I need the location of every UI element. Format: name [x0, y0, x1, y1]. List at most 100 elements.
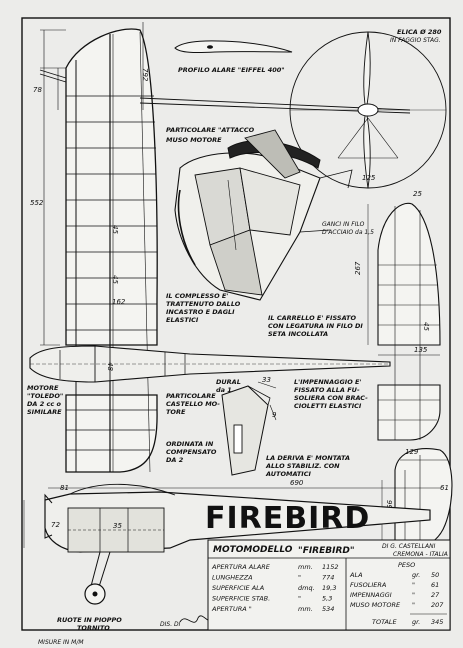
weight-row-label: FUSOLIERA [350, 581, 386, 589]
castello-label-2: CASTELLO MO- [166, 400, 220, 408]
hooks-label-2: D'ACCIAIO da 1,5 [322, 229, 374, 236]
fuselage-top-view [29, 345, 391, 383]
weight-row-label: MUSO MOTORE [350, 601, 401, 609]
scale-note: MISURE IN M/M [38, 639, 84, 646]
spec-row-label: APERTURA ALARE [211, 563, 271, 571]
dim-162: 162 [112, 298, 126, 306]
spec-row-value: 5,3 [322, 595, 332, 603]
wing-dimension-lines [40, 22, 144, 346]
propeller-disc [289, 31, 447, 189]
table-location: CREMONA - ITALIA [393, 551, 448, 558]
airfoil-label: PROFILO ALARE "EIFFEL 400" [178, 66, 285, 74]
wheels-label-2: TORNITO [77, 624, 110, 632]
castello-label-3: TORE [166, 408, 186, 416]
tail-label-1: L'IMPENNAGGIO E' [294, 378, 361, 386]
weight-row-unit: " [412, 591, 415, 599]
motor-mount-detail [174, 129, 353, 301]
spec-row-value: 19,3 [322, 584, 336, 592]
dim-690: 690 [290, 479, 304, 487]
dim-129: 129 [405, 448, 419, 456]
tail-label-2: FISSATO ALLA FU- [294, 386, 360, 394]
fin-label-3: AUTOMATICI [265, 470, 311, 478]
table-title-name: "FIREBIRD" [298, 546, 355, 556]
spec-row-label: APERTURA " [211, 605, 252, 613]
spec-table [207, 539, 451, 631]
dim-78: 78 [33, 86, 42, 94]
weight-row-value: 50 [431, 571, 439, 579]
motor-label-2: "TOLEDO" [27, 392, 63, 400]
detail-label-2: MUSO MOTORE [166, 136, 222, 144]
weight-row-label: ALA [349, 571, 363, 579]
ordinata-label-1: ORDINATA IN [166, 440, 214, 448]
stabilizer-plan-view [367, 202, 441, 441]
spec-row-value: 774 [322, 574, 334, 582]
weight-row-value: 27 [431, 591, 440, 599]
dim-125: 125 [362, 174, 376, 182]
dural-label-2: da 1 [216, 386, 232, 394]
credit-label: DIS. DI [160, 621, 181, 628]
propeller-label: ELICA Ø 280 [397, 28, 442, 36]
gear-label-3: SETA INCOLLATA [268, 330, 328, 338]
dim-35: 35 [113, 522, 122, 530]
weight-row-value: 207 [431, 601, 444, 609]
dim-792: 792 [141, 68, 149, 82]
spec-row-value: 1152 [322, 563, 339, 571]
table-total-label: TOTALE [372, 618, 398, 626]
gear-label-1: IL CARRELLO E' FISSATO [268, 314, 356, 322]
dim-48: 48 [106, 362, 114, 371]
dim-267: 267 [354, 261, 362, 275]
tail-label-4: CIOLETTI ELASTICI [294, 402, 362, 410]
dim-33: 33 [262, 376, 271, 384]
dim-99: 99 [385, 500, 393, 509]
castello-label-1: PARTICOLARE [166, 392, 216, 400]
spec-row-unit: " [298, 574, 301, 582]
dim-45-c: 45 [422, 322, 430, 331]
spec-row-label: LUNGHEZZA [212, 574, 253, 582]
gear-label-2: CON LEGATURA IN FILO DI [268, 322, 363, 330]
spec-row-unit: " [298, 595, 301, 603]
spec-row-unit: dmq. [298, 584, 315, 592]
wheels-label-1: RUOTE IN PIOPPO [57, 616, 122, 624]
dim-81: 81 [60, 484, 69, 492]
ordinata-label-3: DA 2 [166, 456, 184, 464]
table-peso-header: PESO [398, 561, 415, 569]
airfoil-profile [174, 40, 293, 53]
dim-9: 9 [272, 411, 277, 419]
dim-61: 61 [440, 484, 449, 492]
weight-row-label: IMPENNAGGI [350, 591, 392, 599]
tail-label-3: SOLIERA CON BRAC- [294, 394, 368, 402]
dim-72: 72 [51, 521, 60, 529]
ordinata-label-2: COMPENSATO [166, 448, 217, 456]
dim-135: 135 [414, 346, 428, 354]
propeller-sub-label: IN FAGGIO STAG. [390, 37, 441, 44]
table-authors: DI G. CASTELLANI [382, 543, 436, 550]
motor-label-4: SIMILARE [27, 408, 62, 416]
wing-plan-view [65, 28, 158, 473]
assembly-label-2: TRATTENUTO DALLO [166, 300, 241, 308]
dim-45-b: 45 [111, 275, 119, 284]
spec-row-label: SUPERFICIE ALA [212, 584, 264, 592]
motor-label-1: MOTORE [27, 384, 59, 392]
table-total-value: 345 [431, 618, 443, 626]
weight-row-unit: " [412, 581, 415, 589]
weight-row-unit: gr. [412, 571, 420, 579]
dural-label-1: DURAL [216, 378, 241, 386]
assembly-label-1: IL COMPLESSO E' [166, 292, 228, 300]
spec-row-value: 534 [322, 605, 334, 613]
detail-label-1: PARTICOLARE "ATTACCO [166, 126, 255, 134]
dim-25: 25 [413, 190, 422, 198]
castello-detail [221, 381, 277, 476]
table-total-unit: gr. [412, 618, 420, 626]
fuselage-name: FIREBIRD [205, 501, 370, 536]
spec-row-unit: mm. [298, 563, 313, 571]
fuselage-side-view [23, 483, 440, 605]
dim-45-a: 45 [111, 225, 119, 234]
spec-row-unit: mm. [298, 605, 313, 613]
weight-row-value: 61 [431, 581, 439, 589]
assembly-label-3: INCASTRO E DAGLI [166, 308, 235, 316]
dim-552: 552 [30, 199, 44, 207]
